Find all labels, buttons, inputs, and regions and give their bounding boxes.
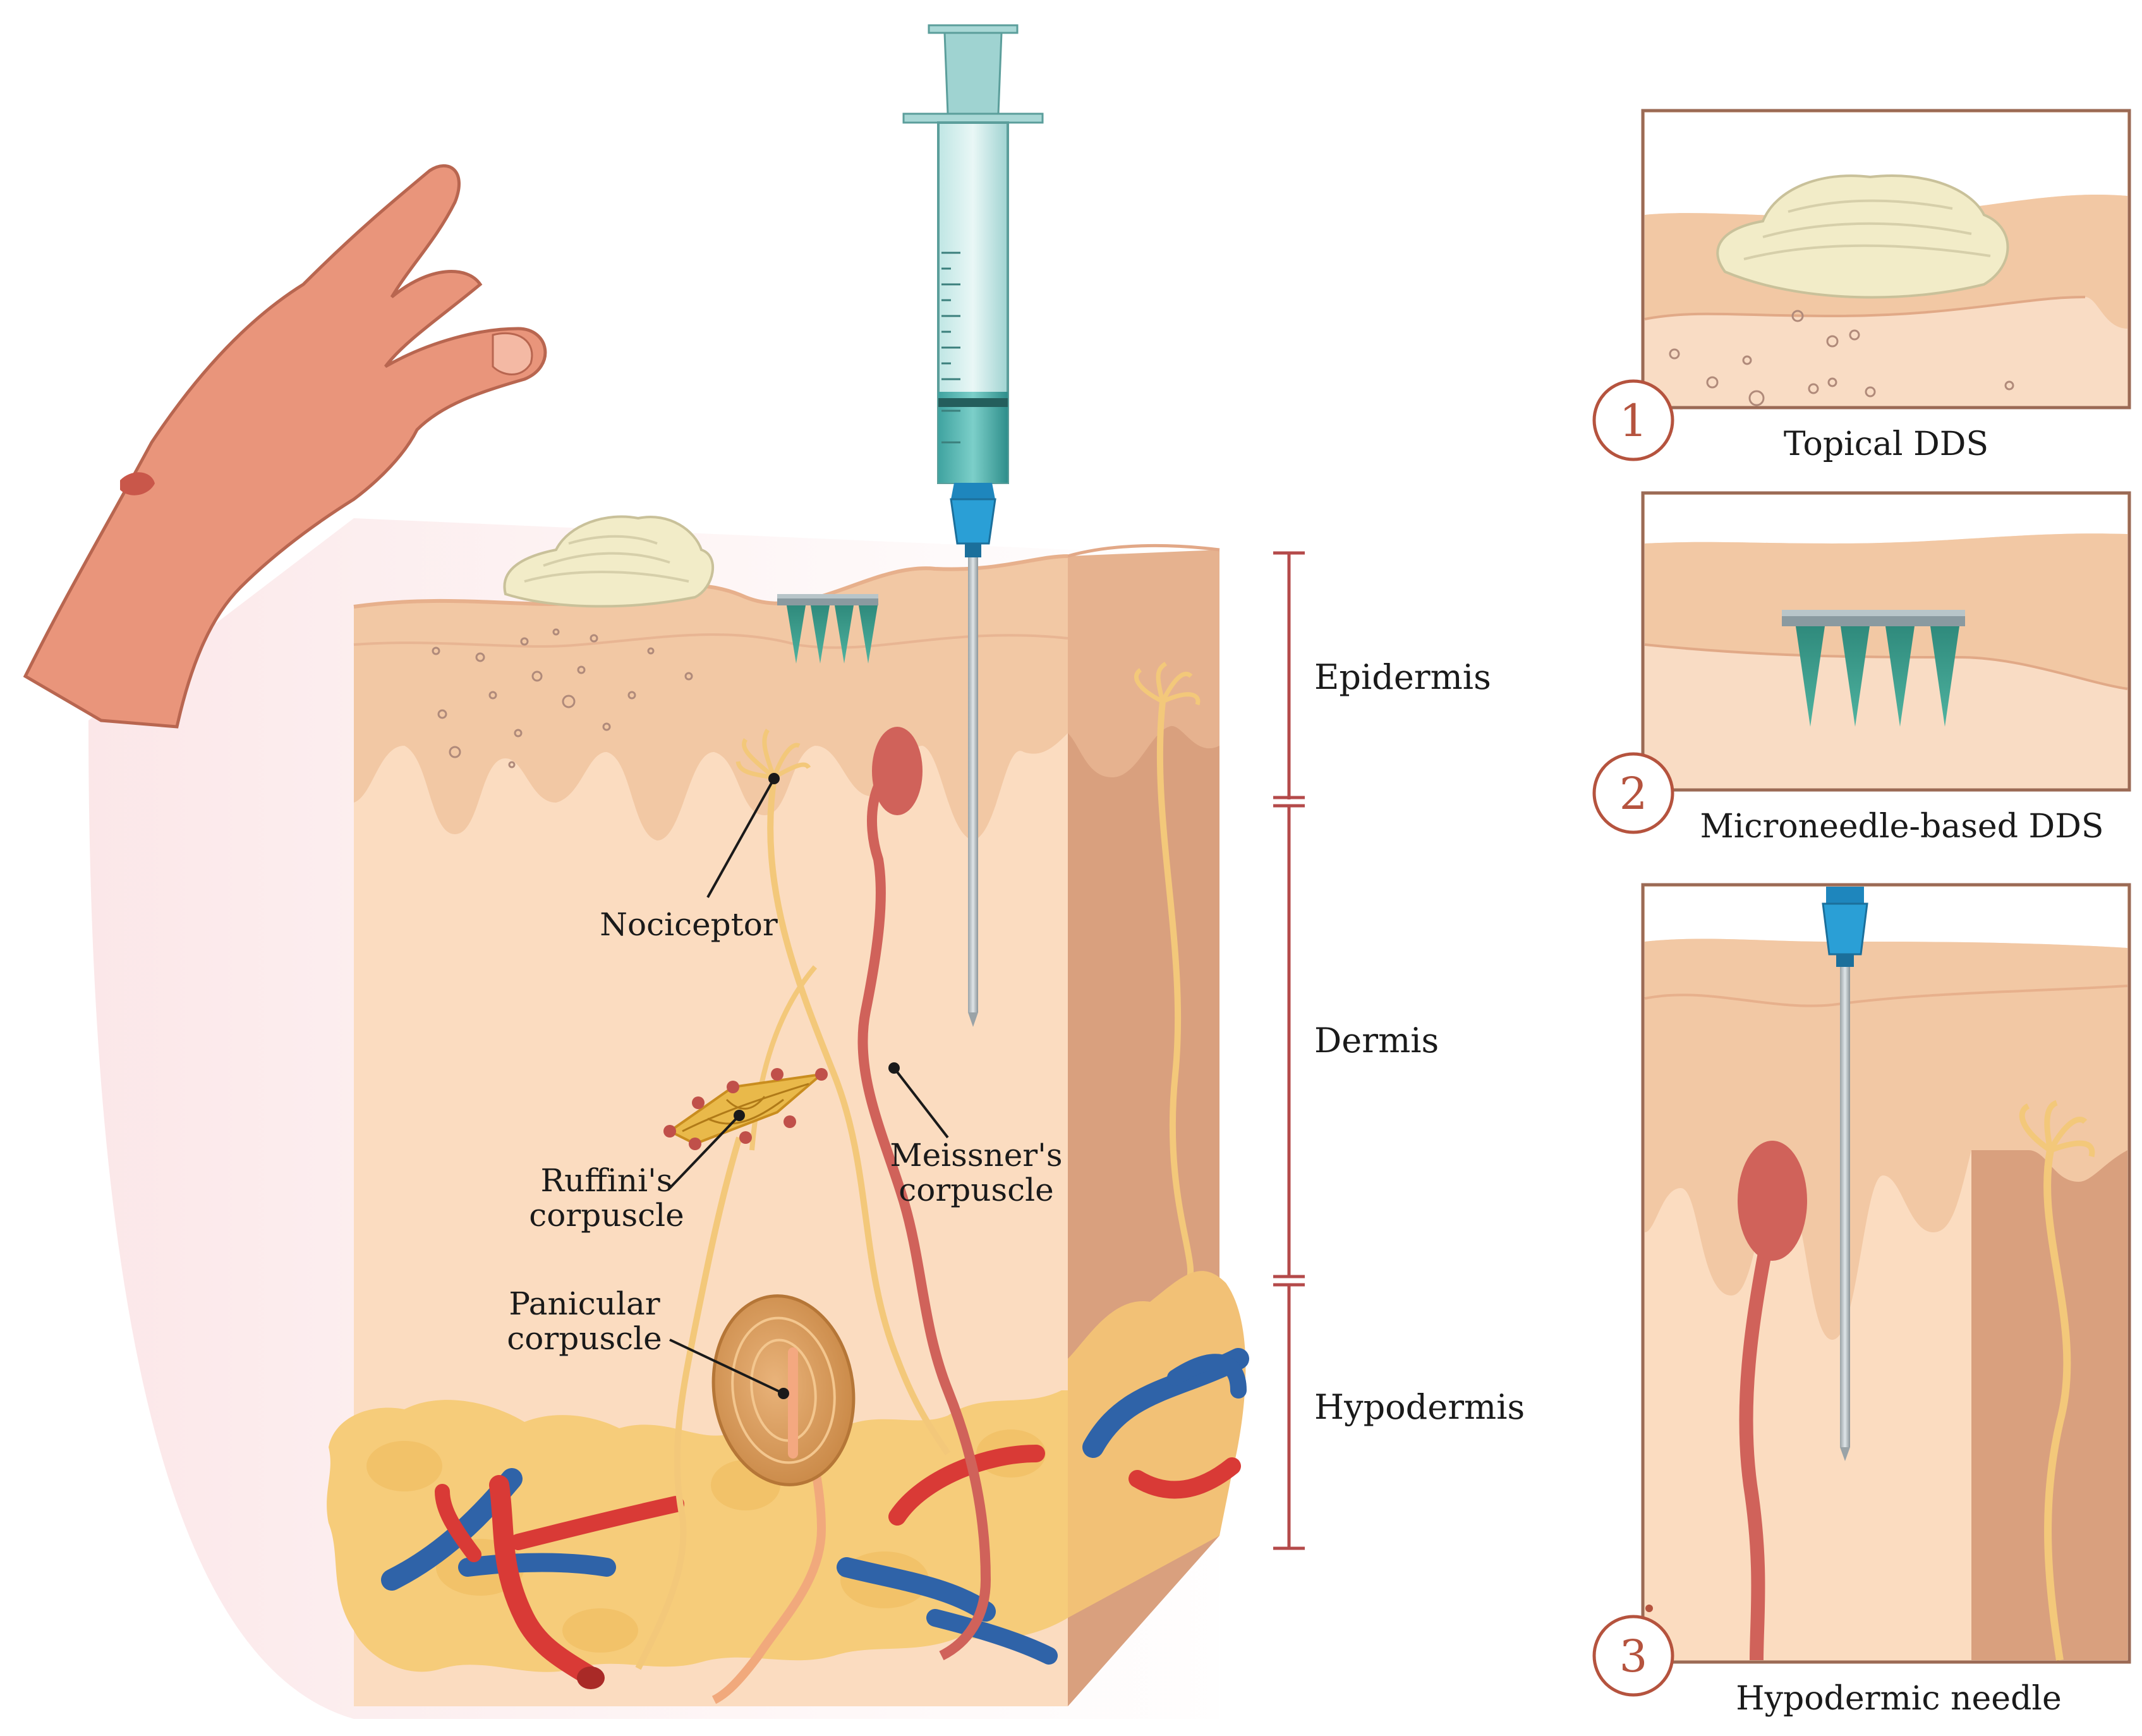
- panel-3-number: 3: [1619, 1630, 1648, 1682]
- layer-scale: [1273, 551, 1305, 1550]
- artery: [510, 1496, 684, 1550]
- microneedle-patch-icon: [777, 594, 878, 664]
- cream-icon: [503, 515, 714, 608]
- absorbed-particles: [432, 628, 693, 768]
- vein: [458, 1553, 616, 1577]
- injection-mark-wrist: [120, 472, 155, 495]
- dermis-label: Dermis: [1314, 1021, 1439, 1060]
- ruffini-label-line1: Ruffini's: [541, 1162, 673, 1199]
- ruffinis-corpuscle: [663, 1068, 828, 1150]
- vein: [1167, 1354, 1247, 1399]
- meissner-label-line2: corpuscle: [899, 1172, 1053, 1208]
- side-nerve-ending: [1134, 662, 1201, 706]
- panel-2-number: 2: [1619, 768, 1648, 820]
- epidermis-label: Epidermis: [1314, 657, 1491, 697]
- leader-lines: [669, 778, 949, 1395]
- vein: [837, 1557, 996, 1622]
- syringe-icon: [902, 24, 1044, 1027]
- hand-shape: [23, 164, 547, 729]
- thumb-nail: [492, 332, 533, 375]
- panel-2-caption: Microneedle-based DDS: [1700, 808, 2103, 846]
- hypodermis-label: Hypodermis: [1314, 1387, 1525, 1427]
- nociceptor-label: Nociceptor: [600, 906, 778, 943]
- blood-vessels: [381, 1348, 1249, 1689]
- epidermis-side-face: [1068, 550, 1219, 777]
- meissner-label-line1: Meissner's: [890, 1137, 1062, 1174]
- nociceptor-ending: [735, 729, 811, 780]
- panicular-label-line1: Panicular: [509, 1285, 660, 1322]
- artery: [435, 1484, 481, 1562]
- panel-topical: 1 Topical DDS: [1592, 109, 2131, 463]
- artery: [888, 1445, 1045, 1526]
- vein: [926, 1609, 1058, 1665]
- artery: [1128, 1457, 1241, 1499]
- ruffini-label-line2: corpuscle: [529, 1197, 684, 1234]
- panel-microneedle: 2 Microneedle-based DDS: [1592, 491, 2131, 846]
- panicular-label-line2: corpuscle: [507, 1320, 662, 1357]
- panel-1-caption: Topical DDS: [1784, 425, 1988, 463]
- artery: [489, 1475, 598, 1685]
- panel-hypodermic: 3 Hypodermic needle: [1592, 883, 2131, 1718]
- panel-3-dermis-side: [1971, 1150, 2127, 1660]
- panel-3-caption: Hypodermic needle: [1736, 1680, 2062, 1718]
- microneedle-patch-icon: [1782, 610, 1965, 727]
- meissners-corpuscle: [857, 727, 991, 1661]
- panel-1-number: 1: [1619, 395, 1648, 447]
